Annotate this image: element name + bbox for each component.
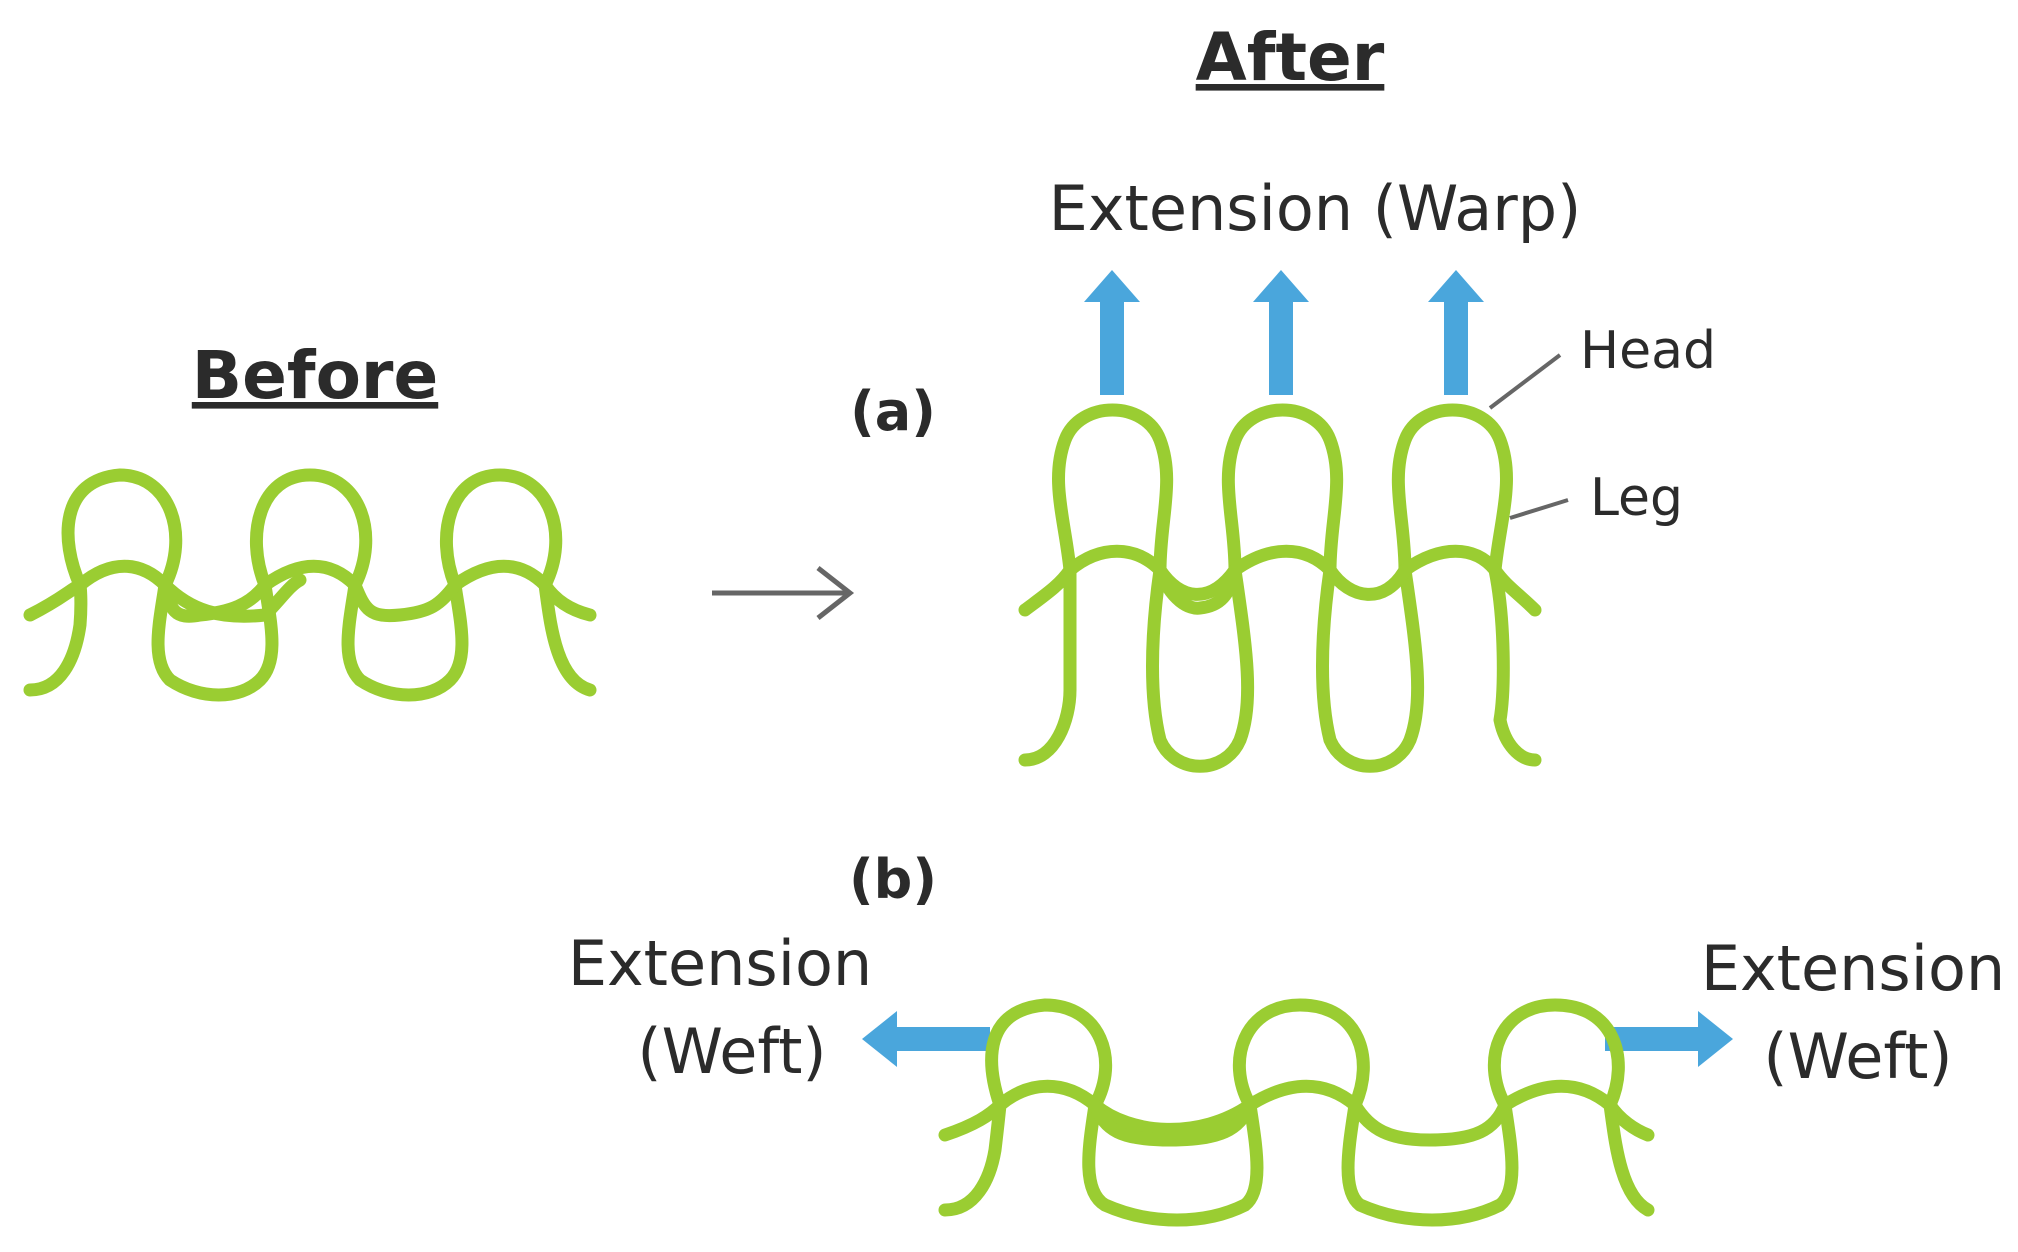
- warp-extension-label: Extension (Warp): [1049, 172, 1582, 245]
- weft-arrow-left: [862, 1011, 990, 1067]
- after-title: After: [1196, 19, 1385, 96]
- weft-stretched-knit: [938, 998, 1655, 1227]
- weft-left-label-line2: (Weft): [637, 1015, 826, 1088]
- weft-left-label-line1: Extension: [568, 927, 872, 1000]
- panel-a-label: (a): [850, 380, 936, 443]
- head-callout: Head: [1488, 321, 1716, 410]
- transition-arrow: [712, 566, 855, 620]
- weft-right-label-line1: Extension: [1701, 932, 2005, 1005]
- panel-b-label: (b): [849, 848, 937, 911]
- before-title: Before: [192, 337, 438, 414]
- weft-right-label-line2: (Weft): [1763, 1020, 1952, 1093]
- warp-arrow-2: [1253, 270, 1309, 395]
- leg-label: Leg: [1590, 468, 1683, 528]
- warp-stretched-knit: [1018, 403, 1542, 773]
- warp-arrow-1: [1084, 270, 1140, 395]
- before-knit-structure: [23, 468, 597, 702]
- warp-arrow-3: [1428, 270, 1484, 395]
- head-label: Head: [1580, 321, 1716, 381]
- leg-callout: Leg: [1509, 468, 1683, 528]
